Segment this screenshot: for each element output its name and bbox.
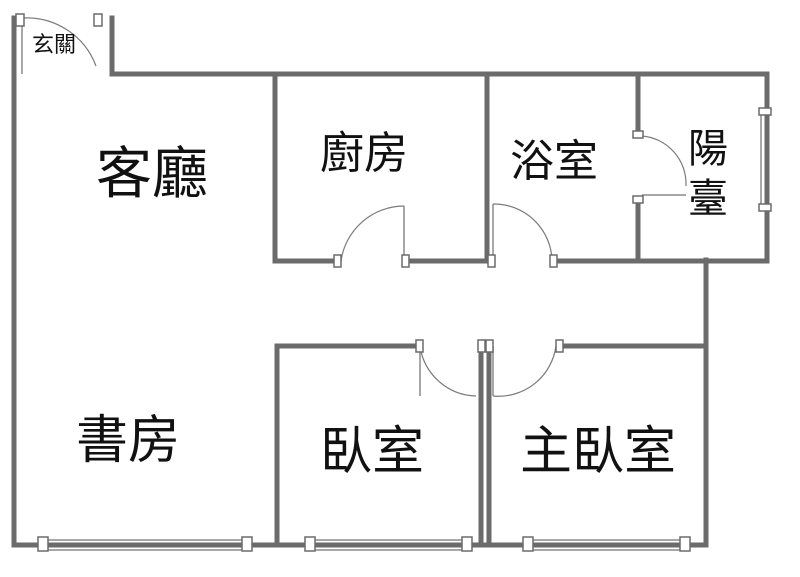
entrance-door	[15, 13, 103, 74]
balcony-label: 陽臺	[688, 126, 728, 222]
bathroom-walls	[484, 71, 641, 268]
bedroom-walls	[274, 339, 486, 548]
kitchen-walls	[272, 71, 490, 268]
study-label: 書房	[76, 411, 181, 471]
master-bedroom-label: 主臥室	[520, 422, 677, 482]
bottom-windows	[37, 536, 691, 552]
master-bedroom-walls	[485, 339, 709, 548]
outer-walls	[11, 15, 770, 548]
balcony-walls	[632, 71, 772, 264]
bathroom-label: 浴室	[510, 136, 598, 187]
bedroom-label: 臥室	[320, 422, 425, 482]
living-room-label: 客廳	[96, 142, 208, 207]
kitchen-label: 廚房	[320, 128, 408, 179]
entrance-label: 玄關	[32, 33, 77, 58]
